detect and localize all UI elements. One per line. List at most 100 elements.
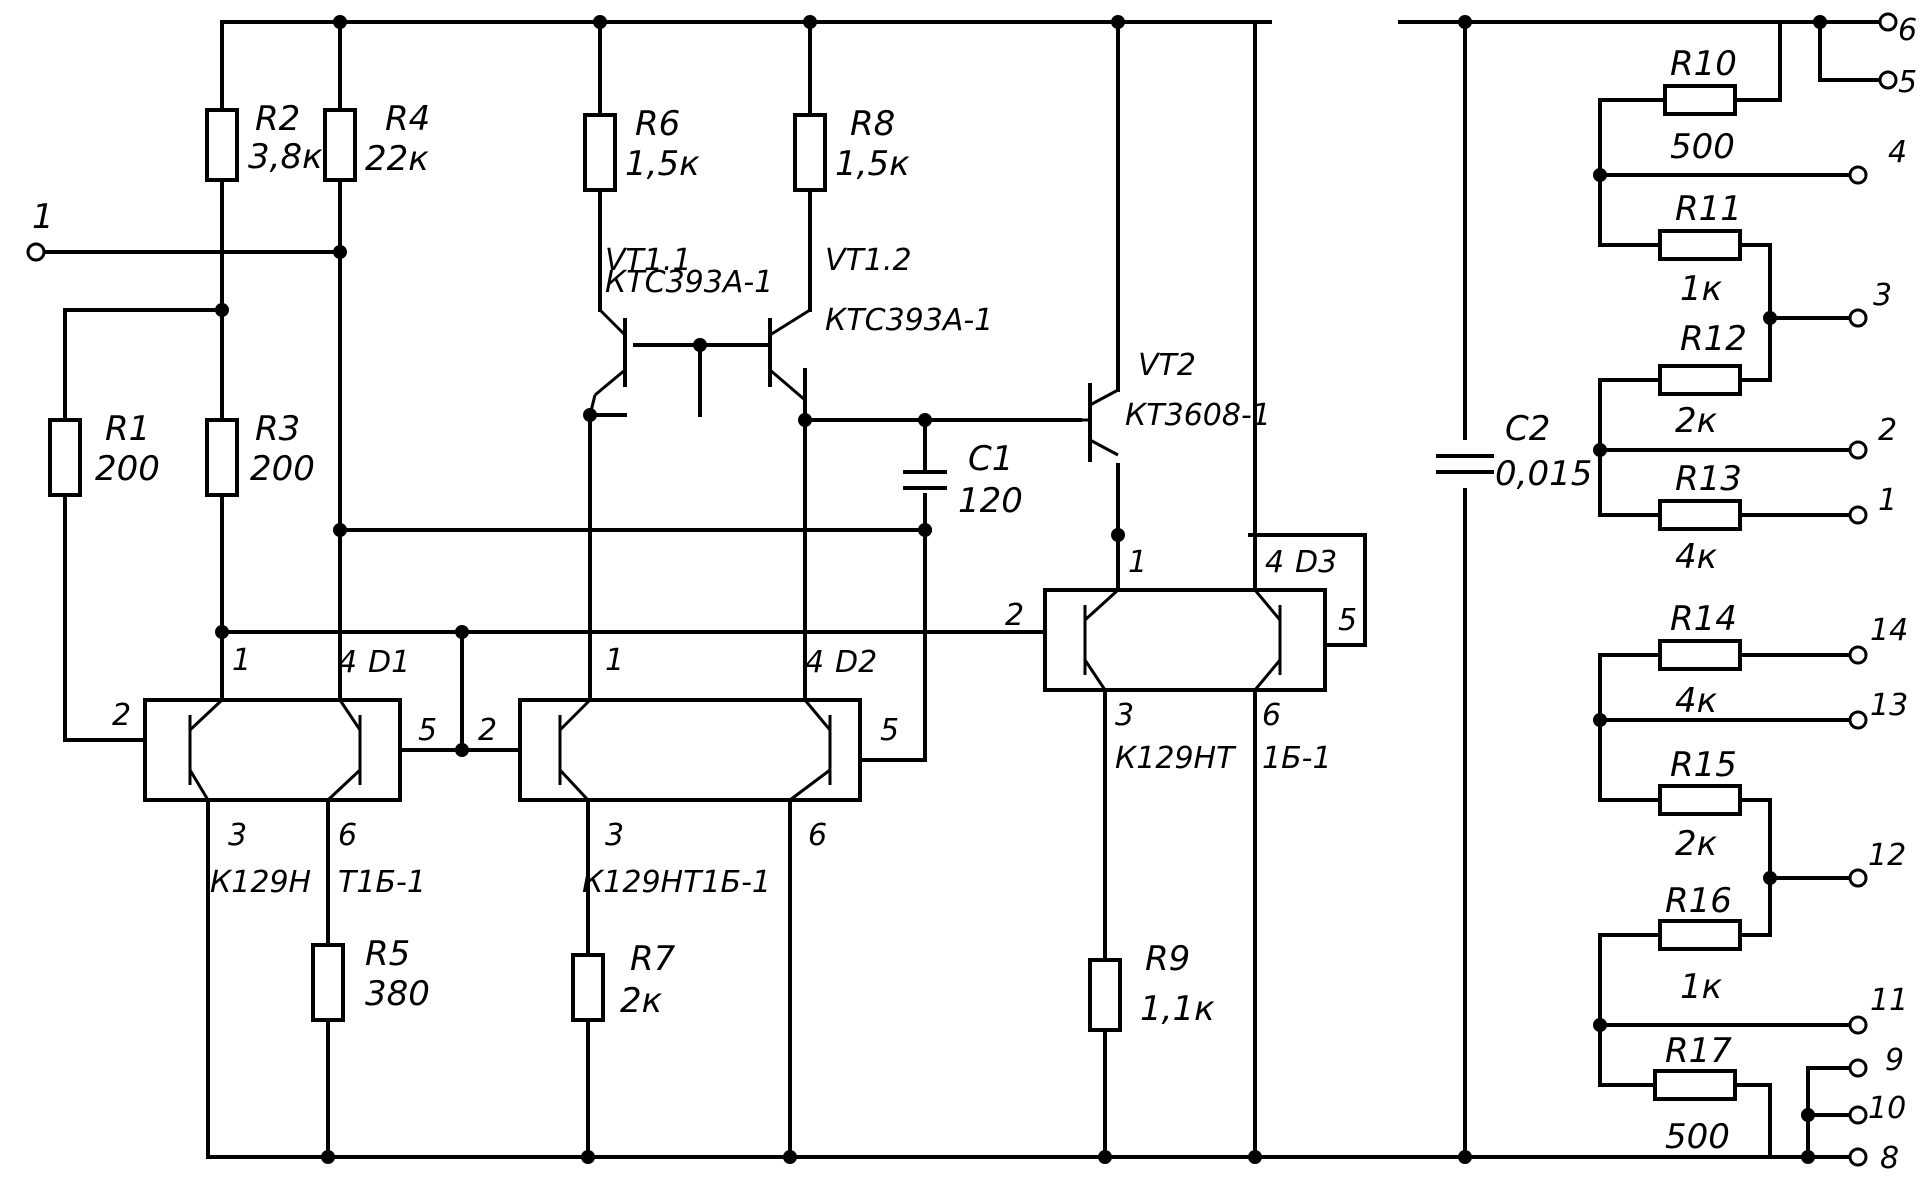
svg-text:4к: 4к xyxy=(1675,681,1718,721)
resistor-r10: R10 500 xyxy=(1663,44,1737,167)
svg-text:К129НТ1Б-1: К129НТ1Б-1 xyxy=(582,865,771,900)
svg-text:5: 5 xyxy=(418,713,437,748)
svg-text:D3: D3 xyxy=(1295,545,1337,580)
svg-text:2: 2 xyxy=(1005,598,1024,633)
svg-text:R2: R2 xyxy=(255,99,300,139)
svg-text:6: 6 xyxy=(1898,13,1917,48)
resistor-r2: R2 3,8к xyxy=(205,99,323,182)
terminal-13[interactable] xyxy=(1848,710,1868,730)
resistor-r5: R5 380 xyxy=(311,934,430,1022)
svg-text:R12: R12 xyxy=(1680,319,1747,359)
terminal-4[interactable] xyxy=(1848,165,1868,185)
svg-text:C1: C1 xyxy=(968,439,1013,479)
resistor-r12: R12 2к xyxy=(1658,319,1747,441)
resistor-r3: R3 200 xyxy=(205,409,315,497)
terminal-11[interactable] xyxy=(1848,1015,1868,1035)
left-section-wiring xyxy=(63,178,1047,1159)
terminal-9[interactable] xyxy=(1848,1058,1868,1078)
svg-text:D2: D2 xyxy=(835,645,877,680)
svg-text:R10: R10 xyxy=(1670,44,1737,84)
chip-d2: 1 2 3 4 D2 5 6 К129НТ1Б-1 xyxy=(478,643,899,900)
svg-text:10: 10 xyxy=(1868,1091,1906,1126)
svg-text:D1: D1 xyxy=(368,645,410,680)
svg-text:12: 12 xyxy=(1868,838,1906,873)
svg-text:R6: R6 xyxy=(635,104,680,144)
resistor-r4: R4 22к xyxy=(323,99,430,182)
svg-text:500: 500 xyxy=(1665,1117,1730,1157)
svg-text:4к: 4к xyxy=(1675,537,1718,577)
terminal-8[interactable] xyxy=(1848,1147,1868,1167)
svg-text:R3: R3 xyxy=(255,409,300,449)
transistor-vt1-2: VT1.2 КТС393А-1 xyxy=(768,243,993,402)
svg-text:6: 6 xyxy=(1262,698,1281,733)
svg-text:1: 1 xyxy=(232,643,251,678)
terminal-6[interactable] xyxy=(1878,12,1898,32)
terminal-2[interactable] xyxy=(1848,440,1868,460)
svg-text:0,015: 0,015 xyxy=(1495,454,1592,494)
input-terminal-label: 1 xyxy=(32,197,54,237)
input-terminal-1[interactable] xyxy=(26,242,46,262)
terminal-3[interactable] xyxy=(1848,308,1868,328)
svg-text:1к: 1к xyxy=(1680,967,1723,1007)
svg-text:C2: C2 xyxy=(1505,409,1550,449)
svg-text:1: 1 xyxy=(1128,545,1147,580)
svg-text:380: 380 xyxy=(365,974,430,1014)
middle-section-wiring xyxy=(586,188,1082,1159)
svg-text:R17: R17 xyxy=(1665,1031,1732,1071)
svg-text:R16: R16 xyxy=(1665,881,1732,921)
terminal-12[interactable] xyxy=(1848,868,1868,888)
svg-text:14: 14 xyxy=(1870,613,1908,648)
svg-text:1: 1 xyxy=(605,643,624,678)
output-terminals: 6 5 4 3 2 1 14 13 12 11 9 10 8 xyxy=(1848,12,1917,1176)
svg-text:13: 13 xyxy=(1870,688,1908,723)
svg-text:2к: 2к xyxy=(620,981,663,1021)
resistor-r7: R7 2к xyxy=(571,939,676,1022)
resistor-r14: R14 4к xyxy=(1658,599,1742,721)
svg-text:9: 9 xyxy=(1885,1043,1904,1078)
svg-text:120: 120 xyxy=(958,481,1023,521)
divider-network-upper xyxy=(1598,20,1882,517)
svg-text:22к: 22к xyxy=(365,139,429,179)
svg-text:5: 5 xyxy=(1898,65,1917,100)
svg-text:R4: R4 xyxy=(385,99,430,139)
terminal-5[interactable] xyxy=(1878,70,1898,90)
terminal-14[interactable] xyxy=(1848,645,1868,665)
svg-text:2к: 2к xyxy=(1675,824,1718,864)
svg-text:VT1.2: VT1.2 xyxy=(825,243,912,278)
svg-text:3: 3 xyxy=(1115,698,1134,733)
svg-text:4: 4 xyxy=(805,645,824,680)
chip-d3: 1 2 3 4 D3 5 6 К129НТ 1Б-1 xyxy=(1005,545,1357,776)
svg-text:8: 8 xyxy=(1880,1141,1899,1176)
capacitor-c2: C2 0,015 xyxy=(1420,409,1592,494)
svg-text:3,8к: 3,8к xyxy=(248,137,323,177)
svg-text:VT2: VT2 xyxy=(1138,348,1196,383)
svg-text:R1: R1 xyxy=(105,409,150,449)
resistor-r8: R8 1,5к xyxy=(793,104,910,192)
resistor-r9: R9 1,1к xyxy=(1088,939,1215,1032)
svg-text:3: 3 xyxy=(228,818,247,853)
svg-text:КТ3608-1: КТ3608-1 xyxy=(1125,398,1271,433)
svg-text:КТС393А-1: КТС393А-1 xyxy=(825,303,993,338)
svg-text:R7: R7 xyxy=(630,939,676,979)
resistor-r17: R17 500 xyxy=(1653,1031,1737,1157)
resistor-r1: R1 200 xyxy=(48,409,160,497)
svg-text:КТС393А-1: КТС393А-1 xyxy=(605,265,773,300)
svg-text:4: 4 xyxy=(1265,545,1284,580)
svg-text:VT1.1: VT1.1 xyxy=(605,243,692,278)
resistor-r6: R6 1,5к xyxy=(583,104,700,192)
svg-text:К129НТ: К129НТ xyxy=(1115,741,1237,776)
svg-text:2: 2 xyxy=(478,713,497,748)
svg-text:3: 3 xyxy=(1873,278,1892,313)
svg-text:R11: R11 xyxy=(1675,189,1742,229)
terminal-10[interactable] xyxy=(1848,1105,1868,1125)
svg-text:1,1к: 1,1к xyxy=(1140,989,1215,1029)
svg-text:1: 1 xyxy=(1878,483,1897,518)
svg-text:1к: 1к xyxy=(1680,269,1723,309)
capacitor-c1: C1 120 xyxy=(903,418,1023,521)
resistor-r15: R15 2к xyxy=(1658,745,1742,864)
resistor-r13: R13 4к xyxy=(1658,459,1742,577)
resistor-r11: R11 1к xyxy=(1658,189,1742,309)
terminal-1[interactable] xyxy=(1848,505,1868,525)
svg-text:5: 5 xyxy=(1338,603,1357,638)
